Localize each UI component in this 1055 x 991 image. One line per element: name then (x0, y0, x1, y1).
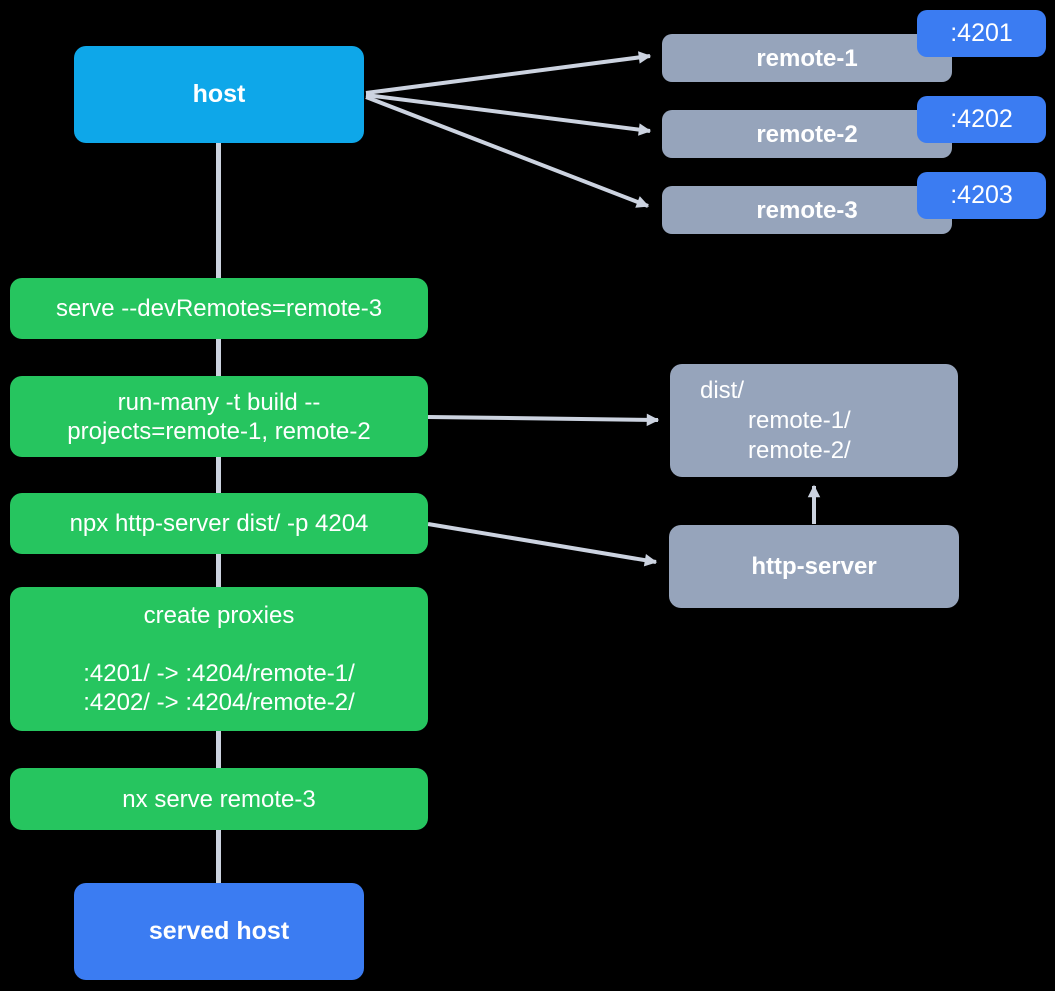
http-server-label: http-server (751, 553, 877, 580)
dist-remote-2-label: remote-2/ (748, 436, 851, 464)
remote-1-label: remote-1 (756, 44, 858, 72)
remote-2-node: remote-2 (662, 110, 952, 158)
step-line: create proxies (143, 602, 295, 629)
remote-1-port-badge: :4201 (917, 10, 1046, 57)
step-line: run-many -t build -- (117, 388, 321, 416)
step-serve-remote-3: nx serve remote-3 (10, 768, 428, 830)
host-label: host (192, 80, 246, 108)
remote-3-port-badge: :4203 (917, 172, 1046, 219)
step-line: :4202/ -> :4204/remote-2/ (83, 689, 355, 716)
host-to-remote-2-arrow (365, 93, 652, 136)
remote-1-port: :4201 (950, 19, 1013, 47)
httpserver-step-to-httpserver-arrow (427, 522, 658, 567)
step-line: nx serve remote-3 (122, 785, 316, 813)
remote-1-node: remote-1 (662, 34, 952, 82)
remote-3-label: remote-3 (756, 196, 858, 224)
remote-3-node: remote-3 (662, 186, 952, 234)
http-server-node: http-server (669, 525, 959, 608)
step-line: projects=remote-1, remote-2 (67, 417, 371, 445)
dist-root-label: dist/ (700, 376, 745, 404)
host-to-remote-3-arrow (365, 95, 650, 208)
served-host-node: served host (74, 883, 364, 980)
build-to-dist-arrow (427, 413, 660, 427)
step-line: :4201/ -> :4204/remote-1/ (83, 660, 355, 687)
step-serve-dev-remotes: serve --devRemotes=remote-3 (10, 278, 428, 339)
step-line: npx http-server dist/ -p 4204 (69, 510, 369, 537)
host-to-remote-1-arrow (365, 51, 652, 95)
remote-3-port: :4203 (950, 181, 1013, 209)
dist-remote-1-label: remote-1/ (748, 406, 851, 434)
remote-2-port-badge: :4202 (917, 96, 1046, 143)
served-host-label: served host (148, 917, 290, 945)
dist-folder-node: dist/ remote-1/ remote-2/ (670, 364, 958, 477)
step-line: serve --devRemotes=remote-3 (55, 295, 383, 322)
remote-2-label: remote-2 (756, 120, 858, 148)
step-create-proxies: create proxies :4201/ -> :4204/remote-1/… (10, 587, 428, 731)
host-node: host (74, 46, 364, 143)
step-http-server-command: npx http-server dist/ -p 4204 (10, 493, 428, 554)
step-build-remotes: run-many -t build -- projects=remote-1, … (10, 376, 428, 457)
remote-2-port: :4202 (950, 105, 1013, 133)
